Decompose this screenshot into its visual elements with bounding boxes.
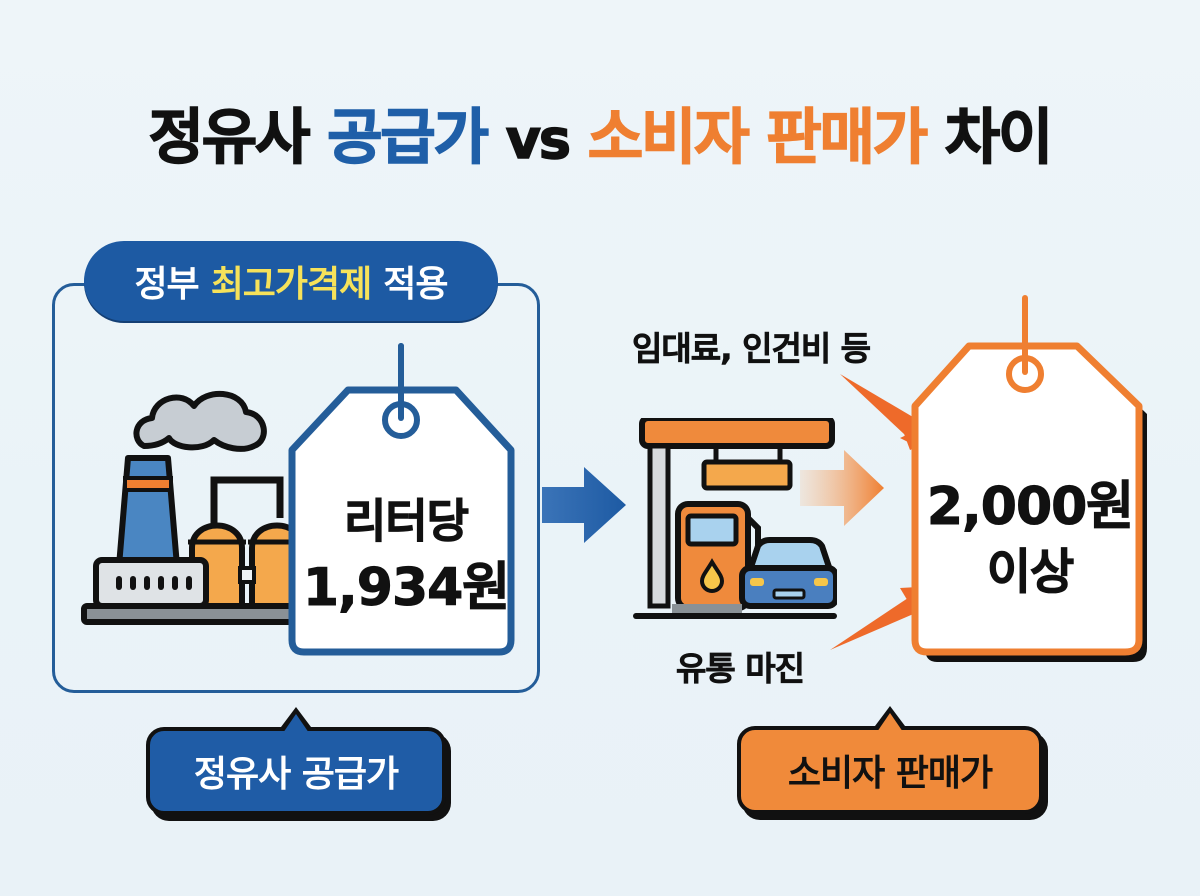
consumer-price-label-text: 소비자 판매가 — [787, 753, 993, 794]
badge-prefix: 정부 — [134, 264, 199, 305]
arrow-rent-labor-icon — [840, 374, 918, 434]
cost-label-margin: 유통 마진 — [676, 649, 806, 689]
supply-price-label: 정유사 공급가 — [146, 727, 446, 815]
arrow-flow-icon — [800, 450, 884, 526]
consumer-price-tag: 2,000원 이상 — [905, 294, 1155, 664]
gas-station-icon — [633, 418, 837, 619]
badge-highlight: 최고가격제 — [210, 264, 373, 305]
supply-price-label-text: 정유사 공급가 — [193, 754, 399, 795]
title-difference: 차이 — [944, 102, 1054, 174]
tag-unit-label: 리터당 — [344, 494, 470, 549]
price-tag-icon — [911, 295, 1147, 662]
page-title: 정유사 공급가 vs 소비자 판매가 차이 — [0, 98, 1200, 180]
right-arrow-icon — [542, 467, 626, 543]
cost-label-rent-labor: 임대료, 인건비 등 — [632, 329, 872, 369]
title-supply-price: 공급가 — [326, 102, 489, 174]
price-cap-badge: 정부 최고가격제 적용 — [84, 241, 498, 321]
badge-suffix: 적용 — [383, 264, 448, 305]
title-vs: vs — [505, 107, 572, 172]
title-consumer-price: 소비자 판매가 — [587, 102, 929, 174]
tag-price-qualifier: 이상 — [986, 544, 1074, 601]
price-tag-icon — [288, 343, 515, 656]
tag-price-value: 1,934원 — [302, 558, 510, 619]
supply-price-tag: 리터당 1,934원 — [286, 340, 526, 660]
title-refiner: 정유사 — [148, 102, 311, 174]
tag-price-value: 2,000원 — [926, 477, 1134, 538]
refinery-factory-icon — [81, 390, 314, 625]
consumer-price-label: 소비자 판매가 — [737, 726, 1043, 814]
arrow-margin-icon — [830, 598, 918, 650]
